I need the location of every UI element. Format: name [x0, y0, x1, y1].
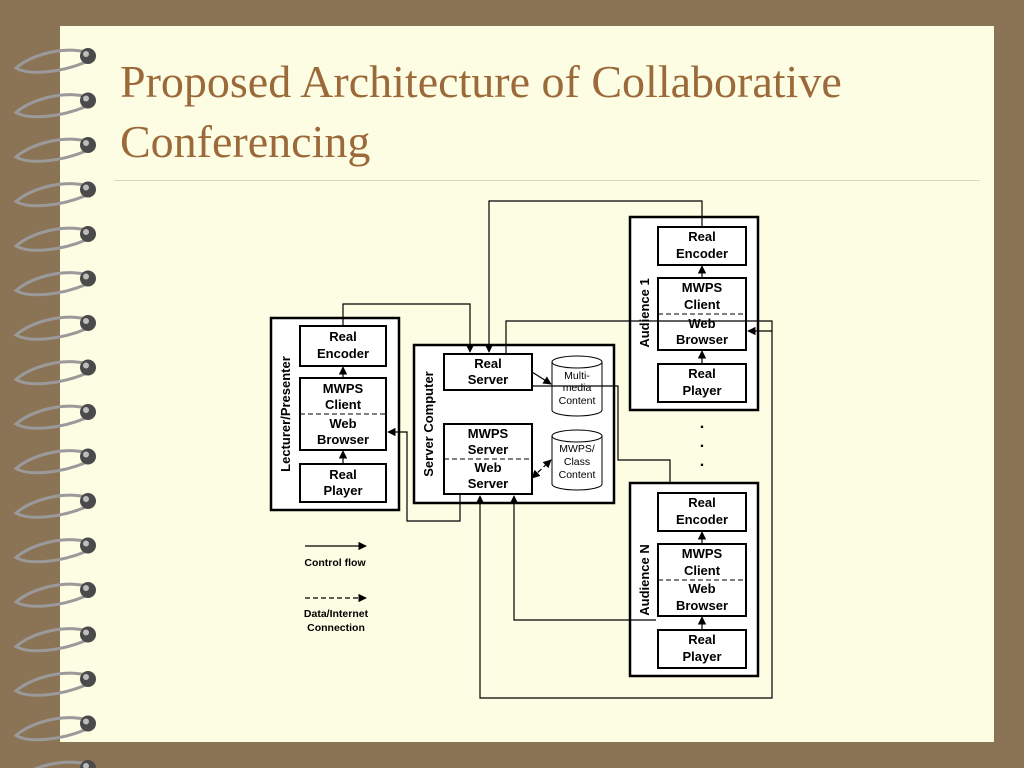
audienceN-client-line2: Client — [684, 563, 721, 578]
binding-ring — [13, 92, 96, 119]
lecturer-mwps-client — [299, 377, 387, 451]
binding-ring — [13, 226, 96, 252]
audience1-player-line1: Real — [688, 366, 715, 381]
audience1-player-line2: Player — [682, 383, 721, 398]
title-line-2: Conferencing — [120, 116, 371, 167]
title-divider — [114, 180, 980, 181]
class-content-db: MWPS/ Class Content — [551, 429, 603, 491]
audience1-real-player — [657, 363, 747, 403]
audienceN-real-encoder — [657, 492, 747, 532]
real-server-line1: Real — [474, 356, 501, 371]
db1-line2: media — [563, 382, 592, 394]
connections — [342, 200, 773, 699]
binding-ring — [13, 359, 96, 386]
lecturer-real-encoder — [299, 325, 387, 367]
wire-audienceN-browser-to-web-server — [509, 495, 656, 621]
db2-line3: Content — [559, 469, 596, 481]
server-group: Server Computer Real Server MWPS Server … — [412, 343, 616, 505]
audienceN-browser-line2: Browser — [676, 598, 728, 613]
audienceN-browser-line1: Web — [688, 581, 715, 596]
binding-ring — [33, 760, 96, 768]
lecturer-encoder-line1: Real — [329, 329, 356, 344]
db1-line1: Multi- — [564, 370, 590, 382]
lecturer-client-line1: MWPS — [323, 381, 364, 396]
mwps-server-line2: Server — [468, 442, 508, 457]
audience1-label: Audience 1 — [637, 278, 652, 347]
binding-ring — [13, 181, 96, 208]
lecturer-real-player — [299, 463, 387, 503]
wire-audience1-encoder-to-real-server — [484, 200, 703, 353]
lecturer-player-line1: Real — [329, 467, 356, 482]
binding-ring — [13, 626, 96, 653]
wire-server-to-audienceN — [532, 385, 671, 483]
db2-line2: Class — [564, 456, 590, 468]
mwps-server-line1: MWPS — [468, 426, 509, 441]
audienceN-client-line1: MWPS — [682, 546, 723, 561]
wire-web-server-to-lecturer-browser — [387, 427, 461, 522]
audienceN-group: Audience N Real Encoder MWPS Client Web … — [628, 481, 760, 678]
audience1-browser-line2: Browser — [676, 332, 728, 347]
binding-ring — [13, 270, 96, 297]
lecturer-browser-line2: Browser — [317, 432, 369, 447]
binding-ring — [13, 671, 96, 697]
audience1-real-encoder — [657, 226, 747, 266]
audience1-encoder-line1: Real — [688, 229, 715, 244]
db1-line3: Content — [559, 395, 596, 407]
ellipsis-dot-3: . — [700, 453, 704, 470]
binding-ring — [13, 137, 96, 163]
audienceN-encoder-line2: Encoder — [676, 512, 728, 527]
wire-audience1-to-web-server — [475, 331, 773, 699]
db2-line1: MWPS/ — [559, 443, 595, 455]
title-line-1: Proposed Architecture of Collaborative — [120, 56, 842, 107]
audienceN-player-line1: Real — [688, 632, 715, 647]
legend-control-label: Control flow — [304, 557, 366, 569]
audience-ellipsis: . . . — [700, 415, 704, 470]
lecturer-label: Lecturer/Presenter — [278, 356, 293, 472]
audienceN-player-line2: Player — [682, 649, 721, 664]
wire-lecturer-encoder-to-real-server — [342, 303, 475, 353]
real-server-to-db1 — [531, 371, 552, 385]
lecturer-browser-line1: Web — [329, 416, 356, 431]
web-server-db2-link — [531, 459, 552, 479]
audience1-client-line1: MWPS — [682, 280, 723, 295]
audience1-browser-line1: Web — [688, 316, 715, 331]
binding-ring — [13, 48, 96, 74]
binding-ring — [13, 315, 96, 341]
audience1-group: Audience 1 Real Encoder MWPS Client Web … — [628, 215, 760, 412]
binding-ring — [13, 404, 96, 430]
wire-real-server-to-audience1-browser — [505, 320, 773, 353]
real-server-line2: Server — [468, 372, 508, 387]
audienceN-real-player — [657, 629, 747, 669]
audience1-client-line2: Client — [684, 297, 721, 312]
ellipsis-dot-2: . — [700, 434, 704, 451]
multimedia-content-db: Multi- media Content — [551, 355, 603, 417]
legend-data-label-line2: Connection — [307, 622, 365, 634]
binding-ring — [13, 448, 96, 475]
ellipsis-dot-1: . — [700, 415, 704, 432]
server-label: Server Computer — [421, 371, 436, 476]
spiral-binding — [13, 48, 96, 768]
lecturer-player-line2: Player — [323, 483, 362, 498]
binding-ring — [13, 715, 96, 742]
binding-ring — [13, 493, 96, 519]
lecturer-encoder-line2: Encoder — [317, 346, 369, 361]
slide-title: Proposed Architecture of Collaborative C… — [120, 52, 1000, 172]
legend: Control flow Data/Internet Connection — [304, 541, 369, 634]
web-server-line2: Server — [468, 476, 508, 491]
legend-data-label-line1: Data/Internet — [304, 608, 369, 620]
binding-ring — [13, 582, 96, 608]
audienceN-label: Audience N — [637, 544, 652, 616]
web-server-line1: Web — [474, 460, 501, 475]
audienceN-encoder-line1: Real — [688, 495, 715, 510]
binding-ring — [13, 537, 96, 564]
audience1-encoder-line2: Encoder — [676, 246, 728, 261]
lecturer-group: Lecturer/Presenter Real Encoder MWPS Cli… — [269, 316, 401, 512]
lecturer-client-line2: Client — [325, 397, 362, 412]
